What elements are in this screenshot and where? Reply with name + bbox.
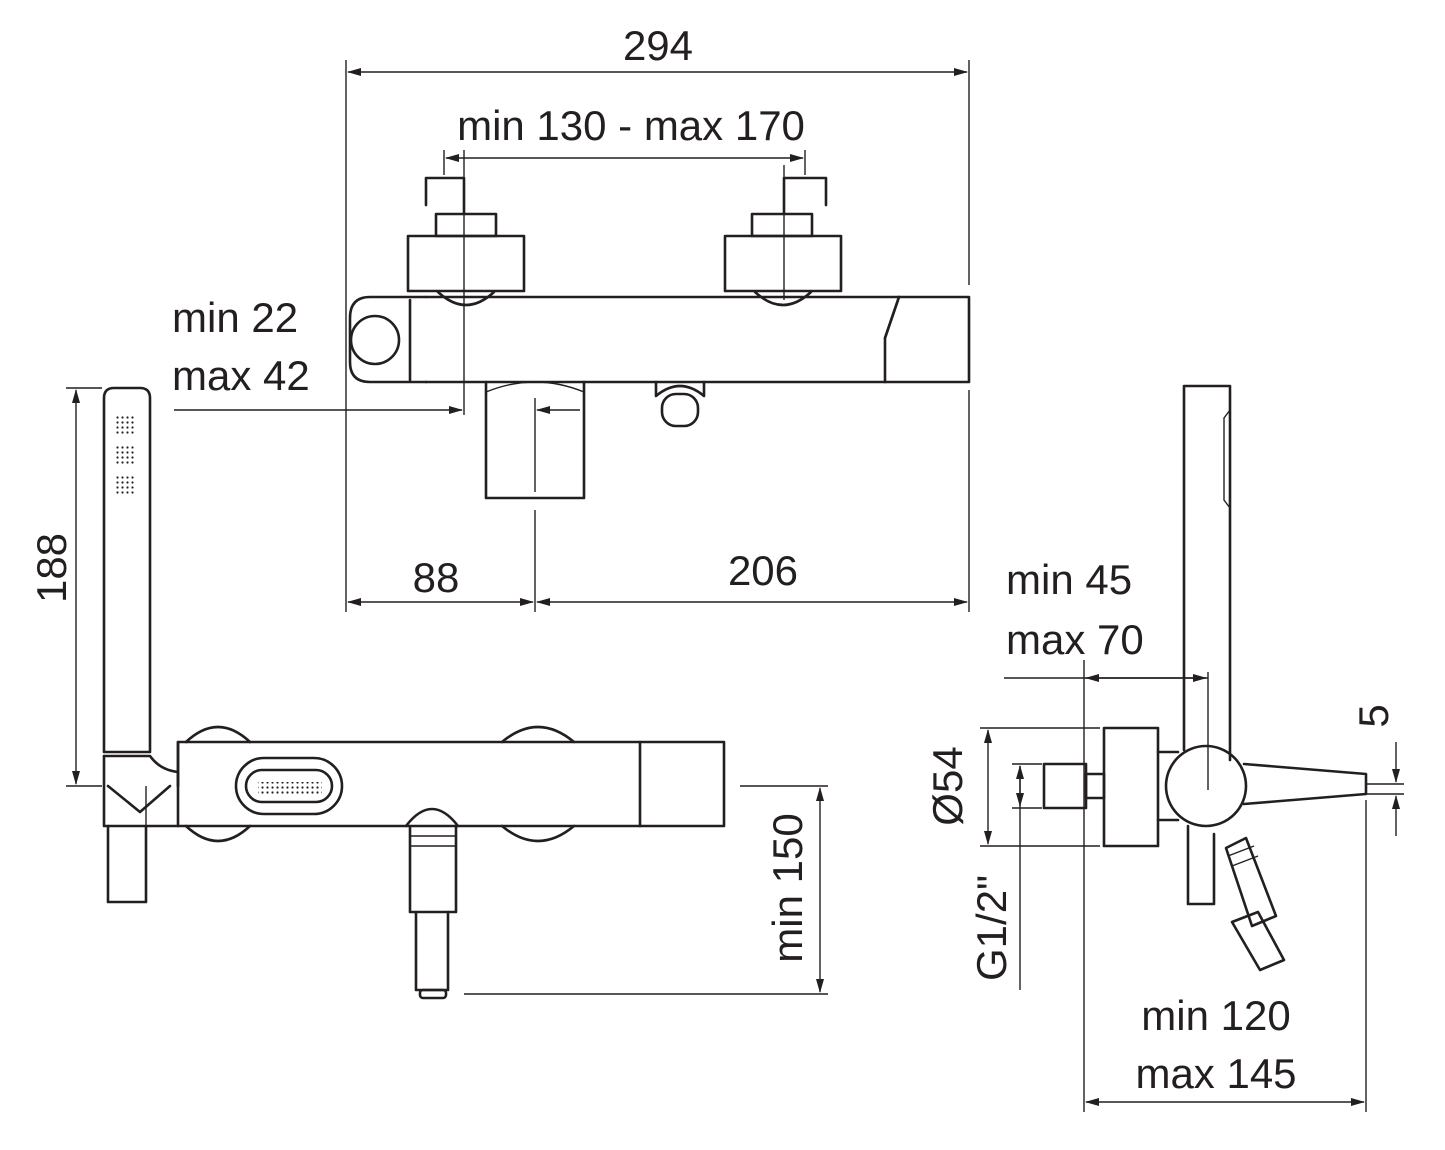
label-wall-min: min 22 [172, 294, 298, 341]
label-proj-max: max 145 [1135, 1050, 1296, 1097]
label-wall-max: max 42 [172, 352, 310, 399]
front-view: 188 min 150 [28, 386, 828, 1000]
side-view: Ø54 G1/2" 5 min 45 max 70 min 120 max 14… [924, 384, 1404, 1112]
label-g12: G1/2" [968, 875, 1015, 981]
label-side-max: max 70 [1006, 616, 1144, 663]
label-proj-min: min 120 [1141, 992, 1290, 1039]
label-min-150: min 150 [764, 813, 811, 962]
label-294: 294 [623, 22, 693, 69]
label-spacing: min 130 - max 170 [457, 102, 805, 149]
top-view: 294 min 130 - max 170 min 22 max 42 88 2… [172, 22, 971, 612]
label-side-min: min 45 [1006, 556, 1132, 603]
label-206: 206 [728, 547, 798, 594]
label-88: 88 [413, 554, 460, 601]
label-d54: Ø54 [924, 746, 971, 825]
label-5: 5 [1350, 704, 1397, 727]
label-188: 188 [28, 533, 75, 603]
